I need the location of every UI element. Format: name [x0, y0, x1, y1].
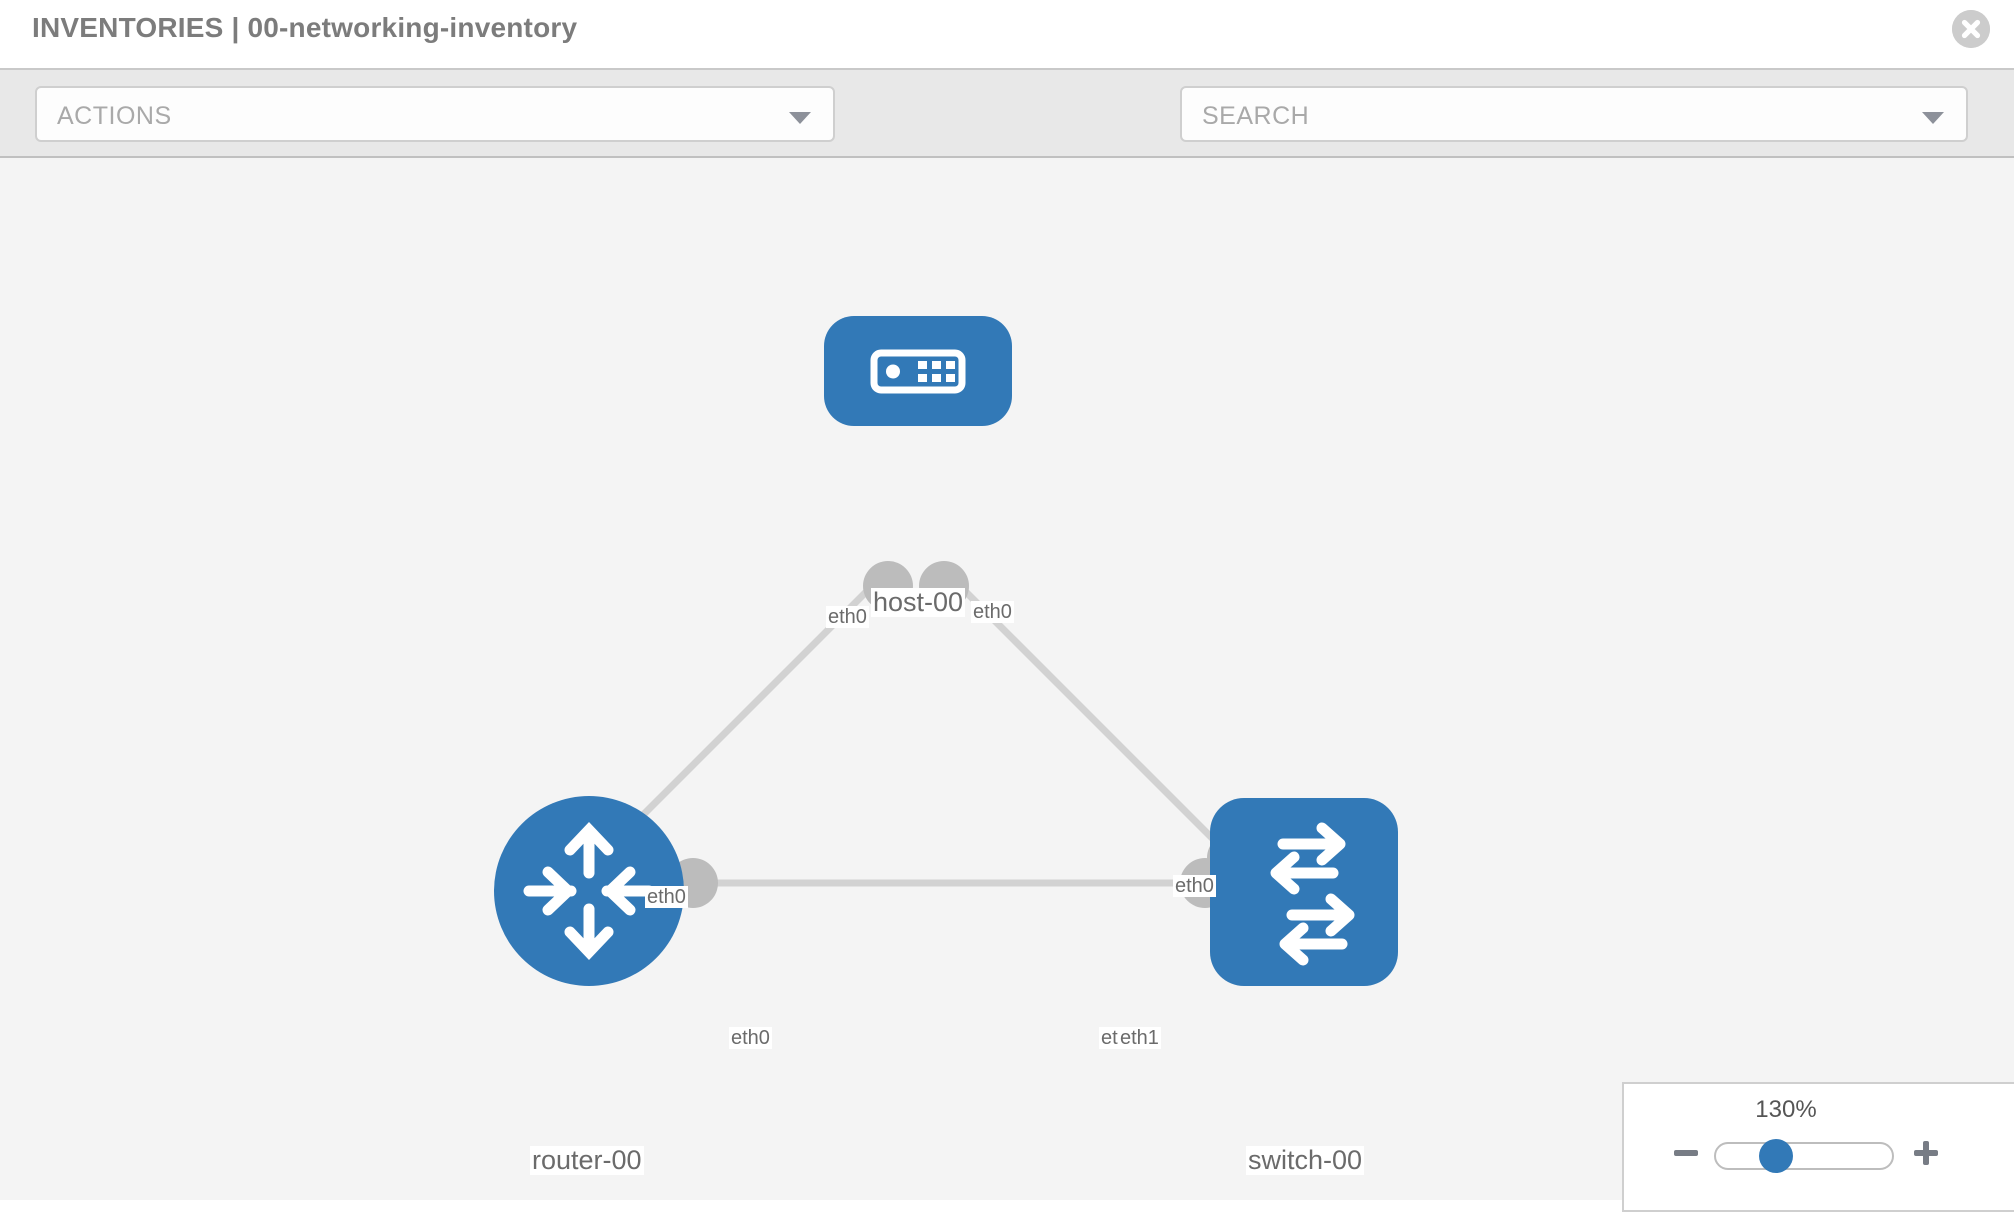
- topology-canvas[interactable]: eth0 eth0 eth0 eth0 eth0 eth0 eth1 host-…: [0, 158, 2014, 1200]
- iface-label-switch-eth1: eth1: [1118, 1027, 1161, 1049]
- router-arrows-icon: [523, 822, 655, 960]
- server-icon: [870, 349, 966, 394]
- switch-arrows-icon: [1270, 822, 1355, 966]
- search-placeholder: SEARCH: [1202, 102, 1310, 130]
- close-icon[interactable]: [1952, 10, 1990, 48]
- zoom-control-panel: 130%: [1622, 1082, 2014, 1212]
- plus-icon[interactable]: [1912, 1139, 1940, 1172]
- zoom-slider-track[interactable]: [1714, 1142, 1894, 1170]
- zoom-level-value: 130%: [1755, 1096, 1817, 1123]
- iface-label-router-eth0: eth0: [729, 1027, 772, 1049]
- actions-dropdown-label: ACTIONS: [57, 102, 172, 130]
- topology-graph: [494, 316, 1398, 986]
- iface-label-host-left: eth0: [826, 606, 869, 628]
- node-label-host-00: host-00: [871, 587, 966, 618]
- node-label-router-00: router-00: [530, 1145, 644, 1176]
- iface-label-router-uplink: eth0: [645, 886, 688, 908]
- router-node-shape: [494, 796, 684, 986]
- iface-label-host-right: eth0: [971, 601, 1014, 623]
- chevron-down-icon: [789, 112, 811, 124]
- node-switch-00: [1210, 798, 1398, 986]
- host-node-shape: [824, 316, 1012, 426]
- actions-dropdown[interactable]: ACTIONS: [35, 86, 835, 142]
- topology-links: [597, 575, 1235, 887]
- chevron-down-icon[interactable]: [1922, 112, 1944, 124]
- minus-icon[interactable]: [1672, 1139, 1700, 1172]
- search-input[interactable]: SEARCH: [1180, 86, 1968, 142]
- node-host-00: [824, 316, 1012, 426]
- toolbar: ACTIONS SEARCH: [0, 68, 2014, 201]
- page-title: INVENTORIES | 00-networking-inventory: [32, 12, 578, 43]
- node-label-switch-00: switch-00: [1246, 1145, 1365, 1176]
- page-header: INVENTORIES | 00-networking-inventory: [0, 0, 2014, 68]
- switch-node-shape: [1210, 798, 1398, 986]
- link-host00-switch00: [949, 575, 1235, 861]
- node-router-00: [494, 796, 684, 986]
- zoom-slider-thumb[interactable]: [1759, 1139, 1793, 1173]
- iface-label-switch-uplink: eth0: [1173, 875, 1216, 897]
